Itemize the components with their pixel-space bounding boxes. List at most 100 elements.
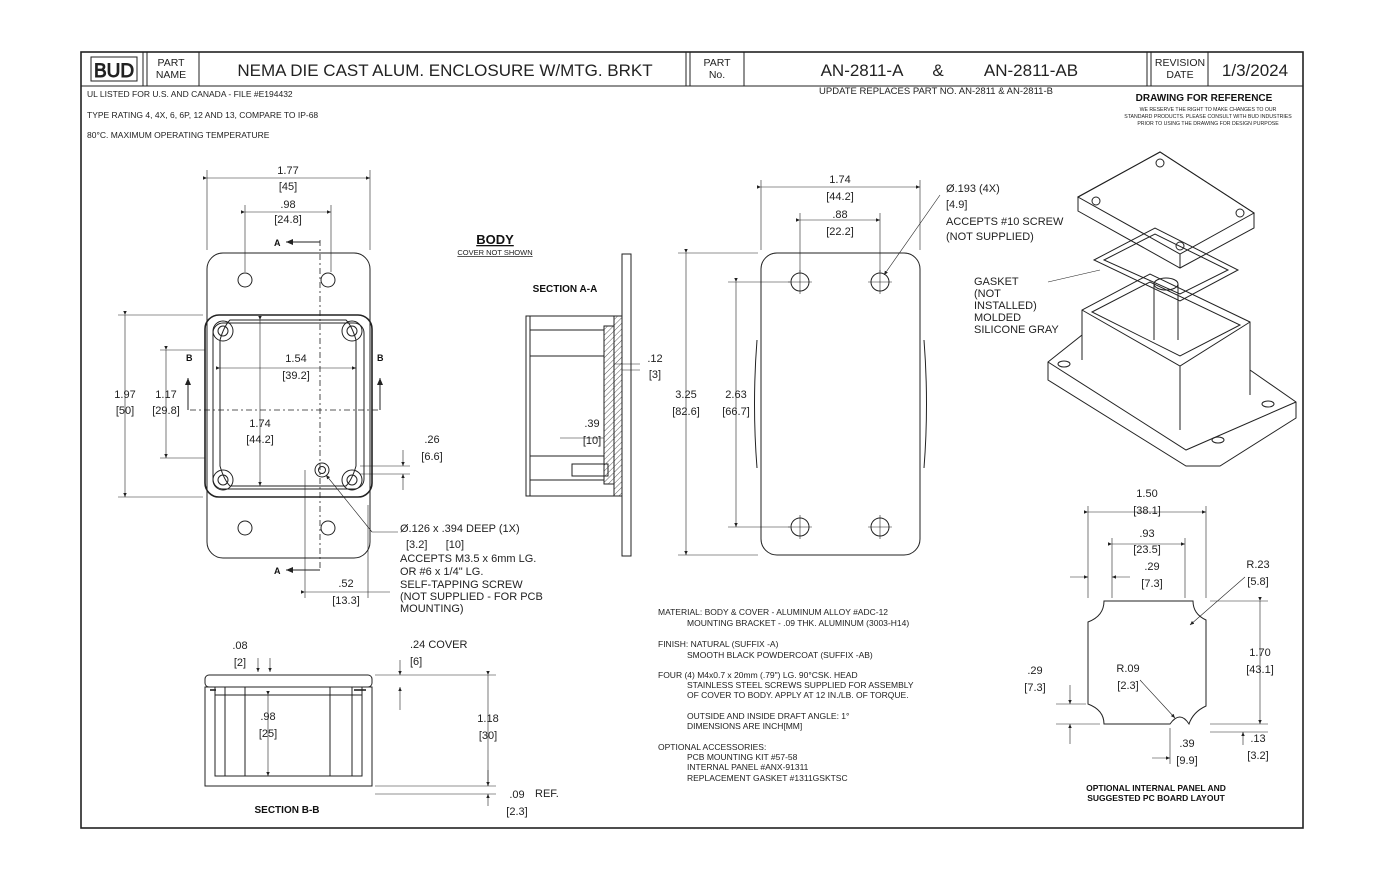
top-height-mm: [50] (116, 405, 134, 417)
panel-offset-mm: [7.3] (1141, 578, 1162, 590)
bb-height-mm: [30] (479, 730, 497, 742)
note-optional-2: PCB MOUNTING KIT #57-58 (687, 752, 798, 762)
panel-bottom-in: .13 (1250, 733, 1265, 745)
part-no-ab: AN-2811-AB (984, 61, 1078, 80)
panel-radius-in: R.23 (1246, 559, 1269, 571)
hole-note-5: SELF-TAPPING SCREW (400, 579, 523, 591)
reference-title: DRAWING FOR REFERENCE (1136, 93, 1273, 104)
revision-date: 1/3/2024 (1222, 61, 1288, 80)
title-block: BUD PART NAME NEMA DIE CAST ALUM. ENCLOS… (81, 52, 1303, 87)
gasket-note-1: GASKET (974, 276, 1019, 288)
gasket-note-5: SILICONE GRAY (974, 324, 1059, 336)
ref-in: .09 (509, 789, 524, 801)
note-finish-2: SMOOTH BLACK POWDERCOAT (SUFFIX -AB) (687, 650, 873, 660)
part-no-amp: & (932, 61, 944, 80)
hole-note-7: MOUNTING) (400, 603, 464, 615)
cover-in: .24 COVER (410, 639, 468, 651)
top-hole-mm: [24.8] (274, 214, 302, 226)
hole-note-1: Ø.126 x .394 DEEP (1X) (400, 523, 520, 535)
panel-notch-in: .39 (1179, 738, 1194, 750)
flange-in: .12 (647, 353, 662, 365)
hole-note-6: (NOT SUPPLIED - FOR PCB (400, 591, 543, 603)
revision-label-1: REVISION (1155, 57, 1205, 69)
boss-mm: [6.6] (421, 451, 442, 463)
bracket-width-in: 1.74 (829, 174, 850, 186)
section-a-label-bottom: A (274, 566, 281, 576)
inner-mm: [25] (259, 728, 277, 740)
bracket-hole (790, 272, 890, 537)
top-hole-h-in: 1.17 (155, 389, 176, 401)
panel-width-in: 1.50 (1136, 488, 1157, 500)
reference-line-1: WE RESERVE THE RIGHT TO MAKE CHANGES TO … (1140, 107, 1277, 113)
panel-width-mm: [38.1] (1133, 505, 1161, 517)
cover-mm: [6] (410, 656, 422, 668)
depth-mm: [10] (583, 435, 601, 447)
hole-note-2: [3.2] [10] (406, 539, 464, 551)
bracket-hole-h-in: 2.63 (725, 389, 746, 401)
logo-text: BUD (94, 61, 134, 82)
hole-note-4: OR #6 x 1/4" LG. (400, 566, 483, 578)
section-aa-title: SECTION A-A (533, 284, 598, 295)
top-inner-w-mm: [39.2] (282, 370, 310, 382)
bracket-width-mm: [44.2] (826, 191, 854, 203)
panel-r2-in: R.09 (1116, 663, 1139, 675)
ul-note: UL LISTED FOR U.S. AND CANADA - FILE #E1… (87, 89, 293, 99)
panel-radius-mm: [5.8] (1247, 576, 1268, 588)
top-inner-h-mm: [44.2] (246, 434, 274, 446)
top-view: A A B B 1.77 [45] .98 [24.8] 1.54 [39.2]… (114, 165, 543, 615)
panel-notch-mm: [9.9] (1176, 755, 1197, 767)
gasket-note-2: (NOT (974, 288, 1001, 300)
section-bb: SECTION B-B .08 [2] .24 COVER [6] .98 [2… (204, 639, 559, 818)
offset-mm: [13.3] (332, 595, 360, 607)
offset-in: .52 (338, 578, 353, 590)
temp-note: 80°C. MAXIMUM OPERATING TEMPERATURE (87, 130, 270, 140)
body-subtitle: COVER NOT SHOWN (457, 248, 532, 257)
note-optional-3: INTERNAL PANEL #ANX-91311 (687, 762, 809, 772)
top-width-in: 1.77 (277, 165, 298, 177)
panel-w2-mm: [23.5] (1133, 544, 1161, 556)
panel-left-mm: [7.3] (1024, 682, 1045, 694)
panel-bottom-mm: [3.2] (1247, 750, 1268, 762)
note-optional-4: REPLACEMENT GASKET #1311GSKTSC (687, 773, 848, 783)
bracket-height-mm: [82.6] (672, 406, 700, 418)
note-draft-2: DIMENSIONS ARE INCH[MM] (687, 721, 802, 731)
section-a-label-top: A (274, 238, 281, 248)
bracket-height-in: 3.25 (675, 389, 696, 401)
note-finish-1: FINISH: NATURAL (SUFFIX -A) (658, 639, 779, 649)
material-notes: MATERIAL: BODY & COVER - ALUMINUM ALLOY … (658, 607, 914, 783)
panel-offset-in: .29 (1144, 561, 1159, 573)
panel-left-in: .29 (1027, 665, 1042, 677)
section-bb-title: SECTION B-B (255, 805, 320, 816)
panel-caption-2: SUGGESTED PC BOARD LAYOUT (1087, 793, 1225, 803)
note-screws-1: FOUR (4) M4x0.7 x 20mm (.79") LG. 90°CSK… (658, 670, 858, 680)
ref-mm: [2.3] (506, 806, 527, 818)
part-no-a: AN-2811-A (821, 61, 904, 80)
note-screws-3: OF COVER TO BODY. APPLY AT 12 IN./LB. OF… (687, 690, 909, 700)
flange-mm: [3] (649, 369, 661, 381)
panel-caption-1: OPTIONAL INTERNAL PANEL AND (1086, 783, 1226, 793)
note-draft-1: OUTSIDE AND INSIDE DRAFT ANGLE: 1° (687, 711, 849, 721)
panel-w2-in: .93 (1139, 528, 1154, 540)
part-no-label-2: No. (709, 69, 725, 81)
panel-view: 1.50 [38.1] .93 [23.5] .29 [7.3] R.23 [5… (1024, 488, 1273, 803)
sheet-border (80, 51, 1304, 829)
bracket-hole-in: .88 (832, 209, 847, 221)
part-name: NEMA DIE CAST ALUM. ENCLOSURE W/MTG. BRK… (237, 61, 652, 80)
update-note: UPDATE REPLACES PART NO. AN-2811 & AN-28… (819, 86, 1053, 97)
mounting-hole (237, 272, 336, 536)
note-material-1: MATERIAL: BODY & COVER - ALUMINUM ALLOY … (658, 607, 888, 617)
section-aa: BODY COVER NOT SHOWN SECTION A-A .12 [3]… (457, 232, 663, 557)
reference-line-3: PRIOR TO USING THE DRAWING FOR DESIGN PU… (1137, 121, 1279, 127)
top-height-in: 1.97 (114, 389, 135, 401)
bracket-view: 1.74 [44.2] .88 [22.2] Ø.193 (4X) [4.9] … (672, 174, 1064, 556)
section-b-label-left: B (186, 353, 193, 363)
bb-height-in: 1.18 (477, 713, 498, 725)
reference-line-2: STANDARD PRODUCTS. PLEASE CONSULT WITH B… (1124, 114, 1292, 120)
panel-r2-mm: [2.3] (1117, 680, 1138, 692)
gasket-note-3: INSTALLED) (974, 300, 1037, 312)
top-hole-h-mm: [29.8] (152, 405, 180, 417)
part-name-label-2: NAME (156, 69, 186, 81)
part-no-label-1: PART (703, 57, 731, 69)
wall-mm: [2] (234, 657, 246, 669)
